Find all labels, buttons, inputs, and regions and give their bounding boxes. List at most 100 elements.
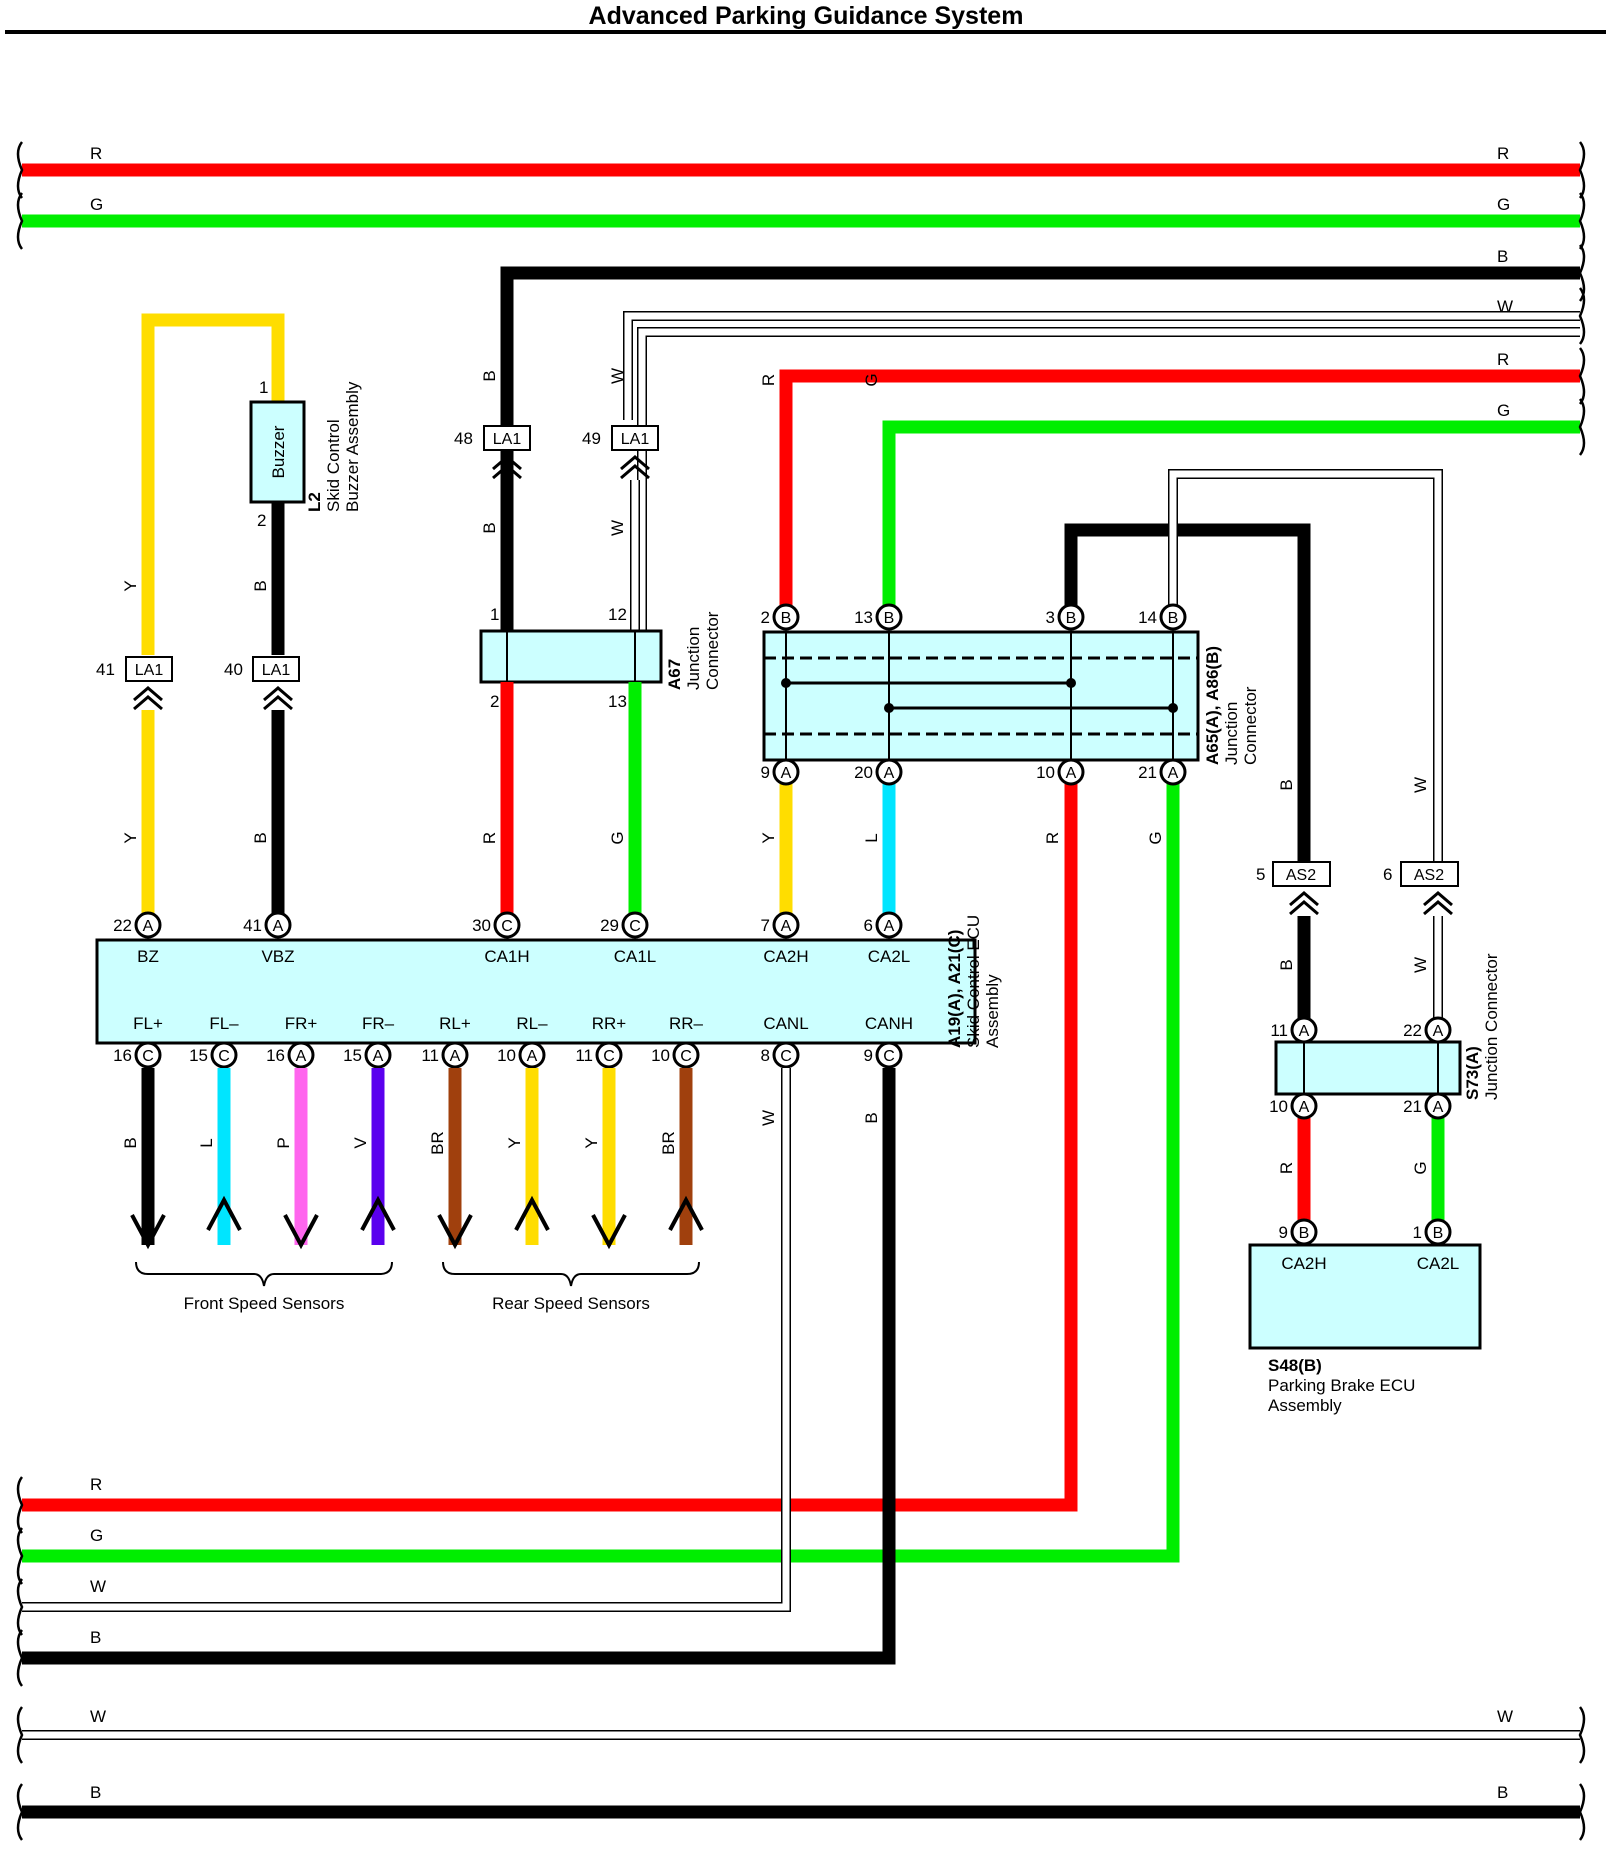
- bus-label: B: [1497, 247, 1508, 266]
- pin-number: 1: [1413, 1223, 1422, 1242]
- pin-number: 21: [1403, 1097, 1422, 1116]
- pin-number: 11: [575, 1046, 593, 1065]
- ecu-terminal-label: CANL: [763, 1014, 808, 1033]
- connector-pin: C29: [600, 911, 649, 939]
- connector-pin: B2: [761, 603, 800, 631]
- ecu-terminal-label: RL+: [439, 1014, 471, 1033]
- svg-text:G: G: [1146, 831, 1165, 844]
- pin-number: 20: [854, 763, 873, 782]
- connector-pin: B3: [1046, 603, 1085, 631]
- bus-label: W: [1497, 297, 1513, 316]
- pin-connector-letter: B: [884, 610, 895, 627]
- break-mark: [1578, 141, 1586, 199]
- break-mark: [1578, 192, 1586, 250]
- bottom-bus-wires: W W B B: [22, 1707, 1580, 1819]
- svg-text:Assembly: Assembly: [1268, 1396, 1342, 1415]
- connector-pin: C10: [651, 1041, 700, 1069]
- pin-connector-letter: A: [373, 1048, 384, 1065]
- pin-number: 10: [1269, 1097, 1288, 1116]
- pin-number: 8: [761, 1046, 770, 1065]
- svg-text:CA2L: CA2L: [1417, 1254, 1460, 1273]
- svg-text:AS2: AS2: [1414, 867, 1444, 884]
- svg-text:A65(A), A86(B): A65(A), A86(B): [1203, 646, 1222, 765]
- break-mark: [16, 1476, 24, 1534]
- wire-color-label: V: [351, 1137, 370, 1149]
- pin-number: 13: [854, 608, 873, 627]
- connector-pin: A7: [761, 911, 800, 939]
- pin-connector-letter: C: [883, 1048, 895, 1065]
- sensor-wire: V: [351, 1068, 396, 1245]
- pin-connector-letter: A: [527, 1048, 538, 1065]
- front-sensors-label: Front Speed Sensors: [184, 1294, 345, 1313]
- rear-sensors-label: Rear Speed Sensors: [492, 1294, 650, 1313]
- svg-text:W: W: [90, 1577, 106, 1596]
- break-mark: [16, 1629, 24, 1687]
- svg-text:W: W: [608, 520, 627, 536]
- svg-text:41: 41: [96, 660, 115, 679]
- pin-number: 9: [1279, 1223, 1288, 1242]
- ecu-terminal-label: CANH: [865, 1014, 913, 1033]
- svg-text:Skid Control ECU: Skid Control ECU: [964, 915, 983, 1048]
- svg-text:LA1: LA1: [135, 662, 164, 679]
- pin-number: 15: [189, 1046, 208, 1065]
- connector-pin: A22: [1403, 1016, 1452, 1044]
- connector-pin: B1: [1413, 1218, 1452, 1246]
- svg-text:Junction: Junction: [684, 627, 703, 690]
- connector-pin: C30: [472, 911, 521, 939]
- connector-pin: C9: [864, 1041, 903, 1069]
- connector-pin: C11: [575, 1041, 623, 1069]
- svg-text:G: G: [862, 373, 881, 386]
- break-mark: [16, 1578, 24, 1636]
- svg-text:S73(A): S73(A): [1463, 1046, 1482, 1100]
- can-wires: R G W B: [22, 1068, 896, 1665]
- break-mark: [16, 1783, 24, 1841]
- pin-number: 14: [1138, 608, 1157, 627]
- pin-connector-letter: B: [1433, 1225, 1444, 1242]
- svg-text:B: B: [1497, 1783, 1508, 1802]
- svg-text:A19(A), A21(C): A19(A), A21(C): [945, 930, 964, 1048]
- svg-text:2: 2: [490, 692, 499, 711]
- connector-pin: C16: [113, 1041, 162, 1069]
- ecu-terminal-label: RL–: [516, 1014, 548, 1033]
- svg-text:Junction: Junction: [1222, 702, 1241, 765]
- connector-pin: A6: [864, 911, 903, 939]
- pin-number: 11: [1270, 1021, 1288, 1040]
- connector-pin: A41: [243, 911, 292, 939]
- pin-number: 15: [343, 1046, 362, 1065]
- sensor-wire: P: [274, 1068, 319, 1250]
- connector-pin: A21: [1138, 758, 1187, 786]
- svg-text:R: R: [480, 832, 499, 844]
- pin-number: 1: [259, 378, 268, 397]
- connector-pin: B14: [1138, 603, 1187, 631]
- pin-connector-letter: A: [1168, 765, 1179, 782]
- pin-connector-letter: A: [1299, 1099, 1310, 1116]
- pin-connector-letter: C: [780, 1048, 792, 1065]
- pin-number: 30: [472, 916, 491, 935]
- svg-text:B: B: [480, 370, 499, 381]
- svg-text:B: B: [251, 832, 270, 843]
- pin-number: 9: [761, 763, 770, 782]
- svg-text:Parking Brake ECU: Parking Brake ECU: [1268, 1376, 1415, 1395]
- svg-text:Connector: Connector: [1241, 686, 1260, 765]
- svg-text:W: W: [1411, 777, 1430, 793]
- bus-label: R: [1497, 144, 1509, 163]
- pin-number: 7: [761, 916, 770, 935]
- ecu-terminal-label: BZ: [137, 947, 159, 966]
- svg-text:AS2: AS2: [1286, 867, 1316, 884]
- bus-label: G: [90, 195, 103, 214]
- buzzer-body: [249, 400, 306, 504]
- bus-label: G: [1497, 401, 1510, 420]
- svg-text:S48(B): S48(B): [1268, 1356, 1322, 1375]
- ecu-terminal-label: CA2L: [868, 947, 911, 966]
- pin-connector-letter: B: [1299, 1225, 1310, 1242]
- pin-connector-letter: A: [1433, 1099, 1444, 1116]
- page-title: Advanced Parking Guidance System: [589, 2, 1024, 30]
- svg-text:6: 6: [1383, 865, 1392, 884]
- sensor-wire: L: [197, 1068, 242, 1245]
- svg-text:48: 48: [454, 429, 473, 448]
- svg-text:R: R: [759, 374, 778, 386]
- pin-connector-letter: A: [273, 918, 284, 935]
- svg-text:B: B: [480, 522, 499, 533]
